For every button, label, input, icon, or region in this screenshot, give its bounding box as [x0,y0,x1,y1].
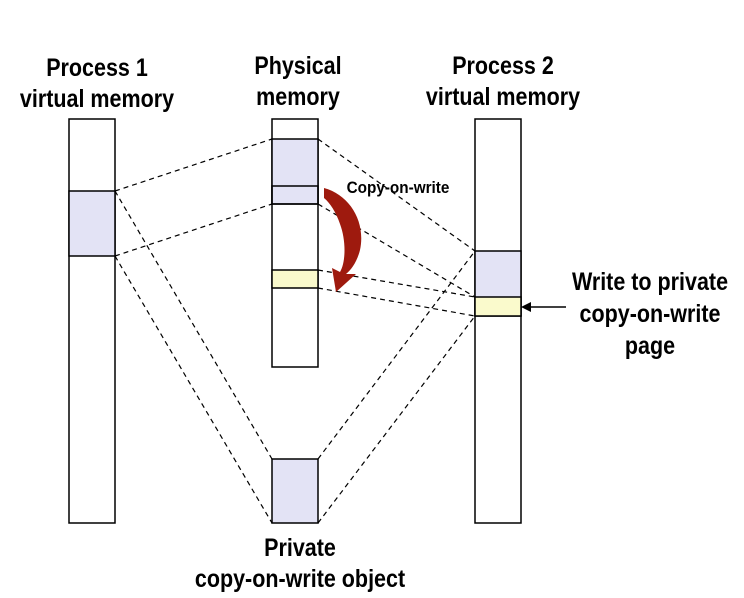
physical-title-line1: Physical [254,52,342,80]
write-note-line1: Write to private [571,268,729,296]
mapping-lines [114,138,476,524]
write-note: Write to private copy-on-write page [566,266,735,362]
process1-memory-column [68,118,116,524]
physical-private-page [271,269,319,289]
process2-title-line1: Process 2 [452,52,554,80]
process1-title-line1: Process 1 [46,54,148,82]
private-cow-object [271,458,319,524]
physical-shared-page [271,185,319,205]
process1-area [68,190,116,257]
map-line [317,287,476,317]
process2-title-line2: virtual memory [425,83,581,111]
process2-private-page [474,296,522,317]
process2-title: Process 2 virtual memory [423,51,583,113]
process1-title-line2: virtual memory [19,85,175,113]
object-title-line1: Private [264,534,336,562]
map-line [114,190,273,460]
object-title-line2: copy-on-write object [194,565,406,593]
copy-arrow-icon [324,188,362,292]
write-pointer-arrowhead [521,302,531,312]
object-title: Private copy-on-write object [188,533,412,595]
map-line [114,203,273,257]
physical-title-line2: memory [256,83,340,111]
map-line [114,138,273,192]
process1-title: Process 1 virtual memory [17,53,177,115]
write-note-line3: page [624,332,676,360]
map-line [114,255,273,524]
physical-title: Physical memory [218,51,378,113]
map-line [317,250,476,460]
physical-area [271,138,319,205]
copy-on-write-label: Copy-on-write [346,178,450,197]
write-note-line2: copy-on-write [579,300,721,328]
process2-memory-column [474,118,522,524]
map-line [317,315,476,524]
